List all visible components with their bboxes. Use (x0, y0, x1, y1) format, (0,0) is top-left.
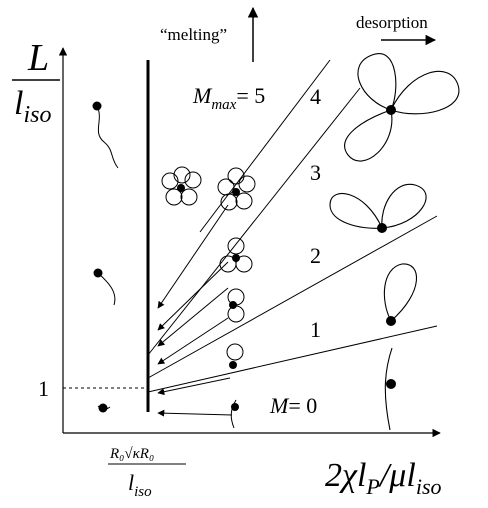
boundary-line-m2-m3 (147, 87, 361, 356)
region-label-1: 1 (310, 317, 321, 342)
boundary-line-m0-m1 (147, 325, 438, 393)
arrow-m5 (157, 204, 229, 309)
large-flower-one-lobe (383, 263, 417, 326)
arrow-m3 (157, 287, 229, 347)
flower-three-petal (219, 237, 253, 273)
flower-two-petal (227, 288, 245, 323)
x-axis-label: 2χlP/μliso (325, 457, 442, 499)
chain-sketch-top (92, 101, 119, 169)
x-tick-numerator: R₀√κR₀ (109, 446, 154, 462)
y-tick-1: 1 (38, 376, 49, 401)
chain-sketch-m0-small (230, 399, 239, 429)
large-flower-two-lobe (329, 183, 427, 233)
m0-label: M= 0 (269, 393, 317, 418)
large-flower-three-lobe (344, 53, 460, 162)
arrow-m2 (157, 317, 229, 365)
flower-five-petal-left (161, 166, 202, 206)
y-axis-label-denominator: liso (14, 85, 51, 128)
arrow-m1 (157, 377, 231, 396)
region-label-4: 4 (310, 84, 321, 109)
flower-one-petal (226, 343, 244, 369)
mmax-label: Mmax= 5 (192, 83, 265, 113)
large-chain-m0 (384, 347, 396, 431)
melting-label: “melting” (160, 25, 227, 44)
x-tick-denominator: liso (128, 470, 152, 500)
arrow-m0 (157, 409, 233, 417)
chain-sketch-bottom (97, 403, 111, 413)
y-axis-label-numerator: L (27, 37, 49, 79)
chain-sketch-middle (93, 268, 116, 306)
boundary-line-m3-m4 (199, 59, 331, 233)
flower-five-petal-right (217, 167, 256, 211)
boundary-line-m1-m2 (147, 215, 438, 379)
region-label-3: 3 (310, 160, 321, 185)
region-label-2: 2 (310, 243, 321, 268)
desorption-label: desorption (356, 13, 428, 32)
arrow-m4 (157, 261, 229, 331)
